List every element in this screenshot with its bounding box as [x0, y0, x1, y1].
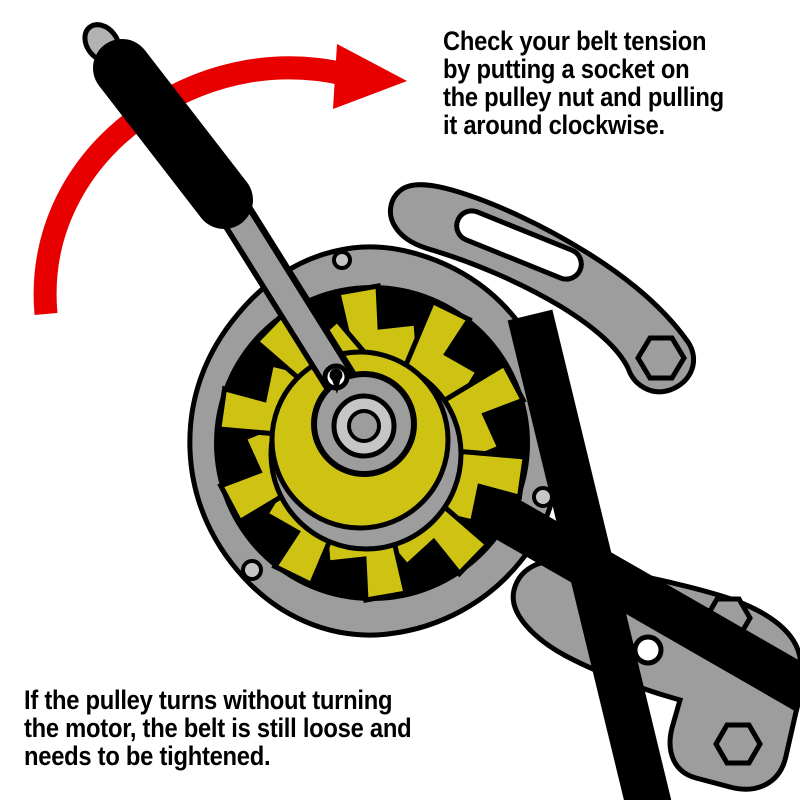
instruction-line: If the pulley turns without turning — [24, 685, 393, 715]
instruction-line: Check your belt tension — [443, 26, 707, 56]
bracket-hex-bolt-icon — [635, 335, 687, 381]
wrench-handle-grip — [93, 39, 253, 229]
pulley-nut — [347, 409, 381, 443]
instruction-line: the pulley nut and pulling — [443, 82, 724, 112]
bracket-slot — [454, 208, 584, 282]
housing-bolt-icon — [332, 250, 352, 270]
arrow-head-icon — [333, 44, 407, 109]
instruction-line: the motor, the belt is still loose and — [24, 713, 412, 743]
ratchet-release-lever — [331, 377, 341, 394]
ratchet-wrench — [82, 22, 417, 477]
mounting-hex-bolt-lower-icon — [713, 722, 763, 766]
instruction-line: needs to be tightened. — [24, 741, 271, 771]
instruction-check-tension: Check your belt tension by putting a soc… — [443, 27, 724, 139]
mounting-hole — [632, 634, 664, 666]
housing-bolt-icon — [241, 559, 263, 581]
adjustment-bracket — [387, 182, 697, 395]
instruction-line: by putting a socket on — [443, 54, 690, 84]
instruction-line: it around clockwise. — [443, 110, 665, 140]
wrench-shaft — [213, 189, 355, 395]
instruction-loose-belt: If the pulley turns without turning the … — [24, 685, 412, 771]
